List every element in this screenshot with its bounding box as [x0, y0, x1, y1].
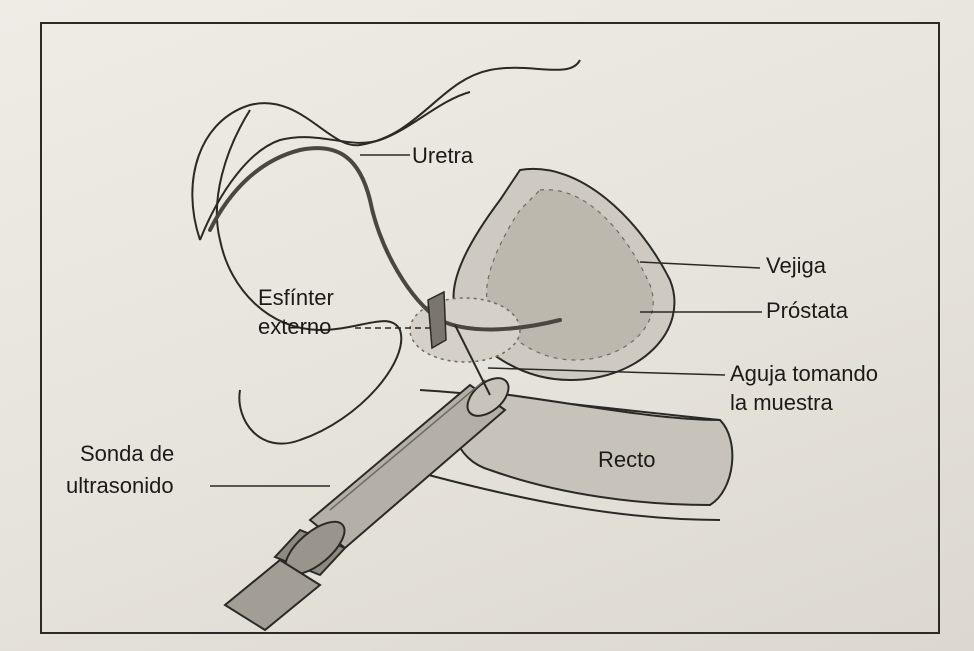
label-aguja-line1: Aguja tomando [730, 361, 878, 387]
label-uretra: Uretra [412, 143, 473, 169]
label-recto: Recto [598, 447, 655, 473]
label-esfinter-line1: Esfínter [258, 285, 334, 311]
label-sonda-line1: Sonda de [80, 441, 174, 467]
label-prostata: Próstata [766, 298, 848, 324]
label-aguja-line2: la muestra [730, 390, 833, 416]
ultrasound-probe [225, 371, 515, 630]
label-vejiga: Vejiga [766, 253, 826, 279]
label-sonda-line2: ultrasonido [66, 473, 174, 499]
sphincter-shape [428, 292, 446, 348]
penile-outline [217, 110, 401, 444]
label-esfinter-line2: externo [258, 314, 331, 340]
